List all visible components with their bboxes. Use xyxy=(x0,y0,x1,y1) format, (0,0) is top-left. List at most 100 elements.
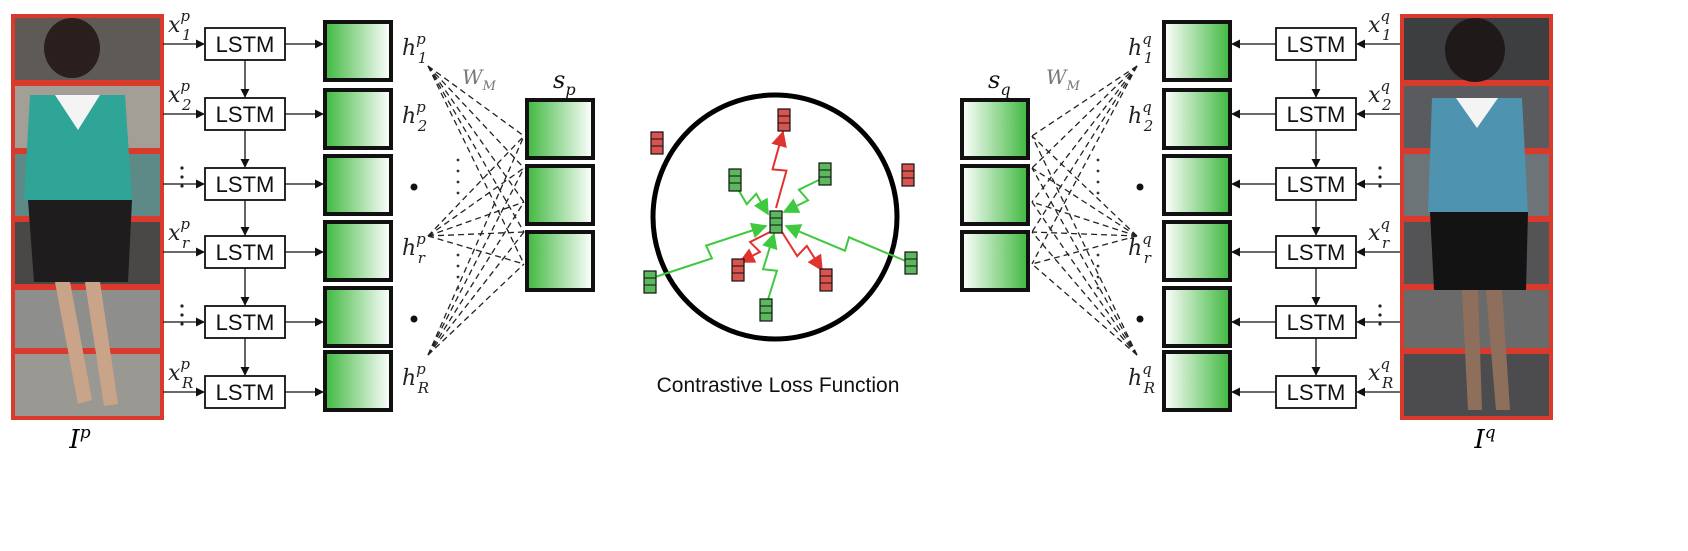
left-attention-line xyxy=(427,135,525,237)
right-weight-label: WM xyxy=(1046,65,1081,94)
right-person-collar xyxy=(1456,98,1498,128)
loss-function-label: Contrastive Loss Function xyxy=(657,374,900,397)
right-lstm-cell-2: LSTM xyxy=(1231,97,1400,168)
left-lstm-label: LSTM xyxy=(216,310,275,335)
right-input-ellipsis xyxy=(1378,304,1382,326)
left-image-strips xyxy=(11,14,164,420)
left-lstm-cell-5: LSTM xyxy=(163,305,324,376)
right-attention-line xyxy=(1031,65,1138,265)
left-branch: Ip xyxy=(11,14,164,455)
left-person-collar xyxy=(55,95,100,130)
negative-push-arrow xyxy=(771,130,788,209)
right-attention-line xyxy=(1031,201,1138,356)
right-person-skirt xyxy=(1430,212,1528,290)
left-lstm-label: LSTM xyxy=(216,172,275,197)
negative-push-arrow xyxy=(781,231,823,272)
positive-pull-arrow xyxy=(651,222,768,279)
left-attention-line xyxy=(427,231,525,237)
contrastive-loss-diagram: Contrastive Loss Function xyxy=(643,92,918,397)
left-dotted-separator xyxy=(456,275,460,279)
right-attention-line xyxy=(1031,263,1138,356)
left-hidden-feature-4 xyxy=(323,220,393,282)
left-person-head xyxy=(44,18,100,78)
positive-embedding xyxy=(904,251,918,275)
right-branch: Iq xyxy=(1400,14,1553,455)
right-summary-label: sq xyxy=(988,66,1011,99)
positive-pull-arrow xyxy=(734,183,769,216)
right-lstm-label: LSTM xyxy=(1287,310,1346,335)
left-hidden-feature-3 xyxy=(323,154,393,216)
left-lstm-cell-2: LSTM xyxy=(163,97,324,168)
negative-embedding xyxy=(731,258,745,282)
left-person-legs xyxy=(55,282,118,406)
left-hidden-ellipsis-dot xyxy=(410,315,418,323)
right-image-strips xyxy=(1400,14,1553,420)
right-hidden-feature-2 xyxy=(1162,88,1232,150)
loss-embeddings xyxy=(643,108,918,322)
right-attention-line xyxy=(1031,135,1138,356)
right-lstm-label: LSTM xyxy=(1287,172,1346,197)
positive-embedding xyxy=(643,270,657,294)
right-summary-cell-1 xyxy=(960,98,1030,160)
right-summary-cell-3 xyxy=(960,230,1030,292)
left-attention-line xyxy=(427,65,525,265)
right-lstm-label: LSTM xyxy=(1287,32,1346,57)
right-input-ellipsis xyxy=(1378,166,1382,188)
feature-layer xyxy=(323,20,1232,412)
left-attention-line xyxy=(427,135,525,356)
left-attention-line xyxy=(427,231,525,356)
left-lstm-cell-3: LSTM xyxy=(163,167,324,236)
left-lstm-cell-1: LSTM xyxy=(163,27,324,98)
right-attention-line xyxy=(1031,135,1138,237)
right-dotted-separator xyxy=(1096,191,1100,195)
negative-push-arrow xyxy=(738,231,771,263)
right-attention-line xyxy=(1031,65,1138,137)
left-dotted-separator xyxy=(456,158,460,162)
left-input-ellipsis xyxy=(180,166,184,188)
right-hidden-ellipsis-dot xyxy=(1136,315,1144,323)
right-person-shirt xyxy=(1428,98,1528,212)
right-attention-line xyxy=(1031,65,1138,169)
right-image-label: Iq xyxy=(1473,423,1495,455)
right-lstm-cell-5: LSTM xyxy=(1231,305,1400,376)
right-hidden-feature-1 xyxy=(1162,20,1232,82)
right-attention-line xyxy=(1031,167,1138,237)
left-hidden-ellipsis-dot xyxy=(410,183,418,191)
right-attention-line xyxy=(1031,235,1138,265)
left-hidden-feature-6 xyxy=(323,350,393,412)
left-person-shirt xyxy=(24,95,132,200)
right-hidden-feature-4 xyxy=(1162,220,1232,282)
right-dotted-separator xyxy=(1096,169,1100,173)
negative-embedding xyxy=(650,131,664,155)
left-attention-line xyxy=(427,201,525,356)
right-lstm-label: LSTM xyxy=(1287,240,1346,265)
right-lstm-label: LSTM xyxy=(1287,102,1346,127)
right-attention-line xyxy=(1031,231,1138,356)
left-lstm-cell-4: LSTM xyxy=(163,235,324,306)
positive-pull-arrow xyxy=(784,224,909,263)
left-summary-label: sp xyxy=(553,66,576,99)
right-dotted-separator xyxy=(1096,158,1100,162)
right-summary-cell-2 xyxy=(960,164,1030,226)
attention-connections xyxy=(427,65,1138,356)
left-attention-line xyxy=(427,65,525,233)
right-lstm-cell-1: LSTM xyxy=(1231,27,1400,98)
right-lstm-cell-3: LSTM xyxy=(1231,167,1400,236)
left-weight-label: WM xyxy=(462,65,497,94)
left-hidden-feature-5 xyxy=(323,286,393,348)
right-lstm-cell-6: LSTM xyxy=(1231,375,1400,409)
left-attention-line xyxy=(427,235,525,265)
negative-embedding xyxy=(777,108,791,132)
